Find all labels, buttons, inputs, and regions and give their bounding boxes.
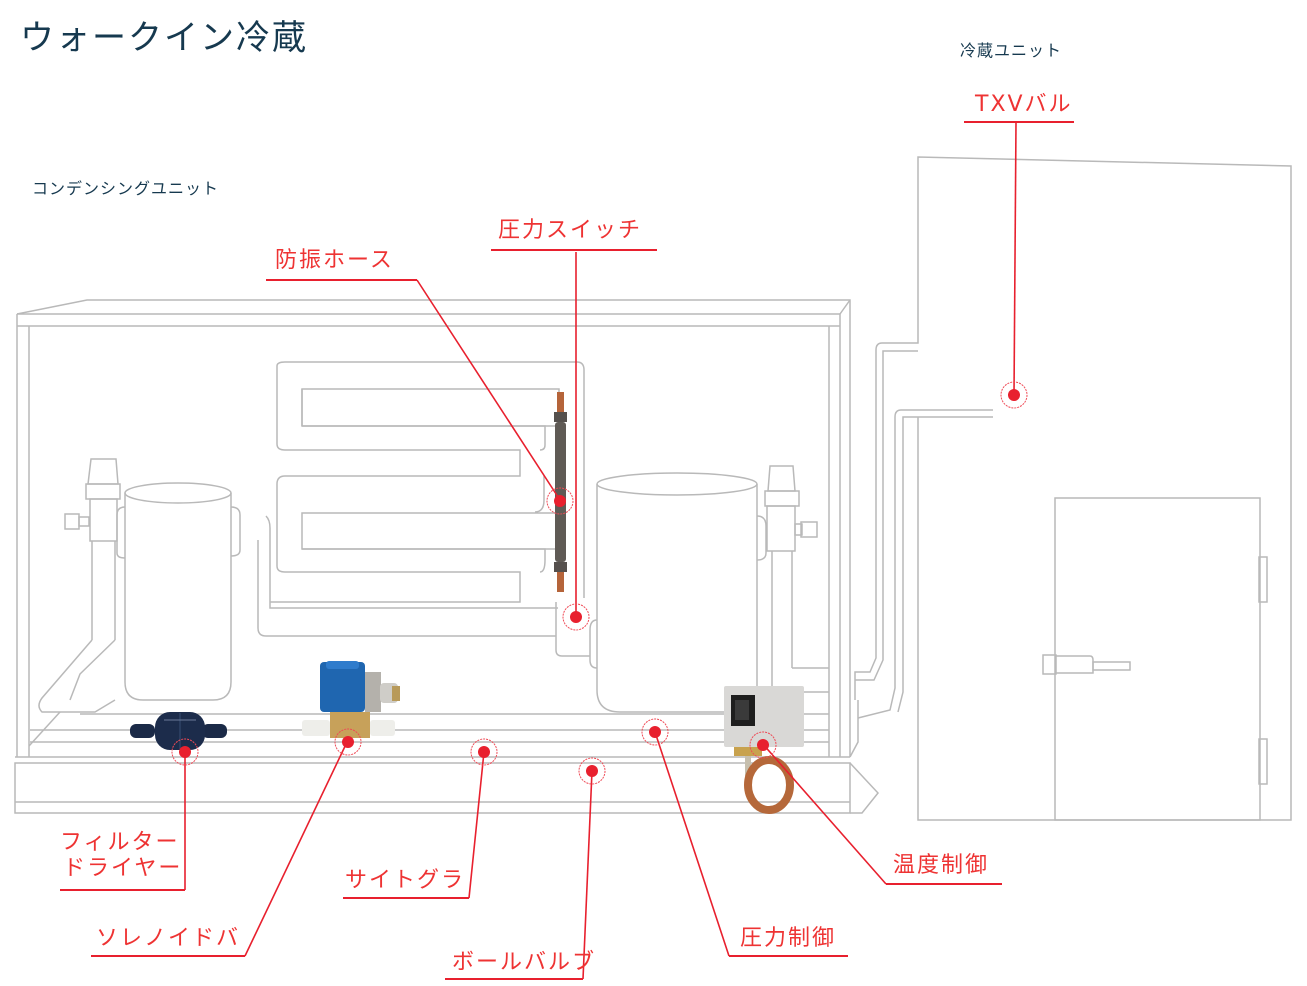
callout-vibration-hose[interactable]: 防振ホース <box>275 248 394 273</box>
pressure-switch-marker[interactable] <box>562 603 590 631</box>
callout-temperature-control[interactable]: 温度制御 <box>893 853 990 878</box>
condenser-coil <box>257 361 585 637</box>
page-title: ウォークイン冷蔵 <box>20 18 308 58</box>
vibration-hose-component <box>554 392 567 592</box>
callout-sight-glass[interactable]: サイトグラ <box>345 868 466 893</box>
condensing-unit-cabinet <box>14 299 879 814</box>
ball-valve-marker[interactable] <box>578 757 606 785</box>
refrigeration-unit-label: 冷蔵ユニット <box>960 41 1063 60</box>
compressor <box>555 465 829 713</box>
callout-txv-valve[interactable]: TXVバル <box>975 92 1073 117</box>
callout-ball-valve[interactable]: ボールバルブ <box>452 950 597 975</box>
temperature-control-component <box>724 686 804 814</box>
pressure-control-marker[interactable] <box>641 718 669 746</box>
callout-leaders <box>60 121 1074 980</box>
walk-in-cooler-box <box>917 156 1292 821</box>
vibration-hose-marker[interactable] <box>546 487 574 515</box>
temperature-control-marker[interactable] <box>749 731 777 759</box>
filter-dryer-component <box>130 712 227 750</box>
filter-dryer-marker[interactable] <box>171 738 199 766</box>
condensing-unit-label: コンデンシングユニット <box>32 179 220 198</box>
txv-valve-marker[interactable] <box>1000 381 1028 409</box>
callout-filter-dryer-line2: ドライヤー <box>63 856 183 881</box>
cooler-door <box>1054 497 1261 821</box>
callout-pressure-switch[interactable]: 圧力スイッチ <box>498 218 643 243</box>
solenoid-valve-marker[interactable] <box>334 728 362 756</box>
callout-filter-dryer-line1: フィルター <box>60 830 180 855</box>
callout-filter-dryer[interactable]: フィルター ドライヤー <box>60 830 182 882</box>
refrigerant-lines <box>854 300 993 719</box>
callout-solenoid-valve[interactable]: ソレノイドバ <box>96 926 241 951</box>
callout-pressure-control[interactable]: 圧力制御 <box>740 926 837 951</box>
solenoid-valve-component <box>302 661 400 738</box>
sight-glass-marker[interactable] <box>470 738 498 766</box>
receiver-tank <box>28 458 241 747</box>
